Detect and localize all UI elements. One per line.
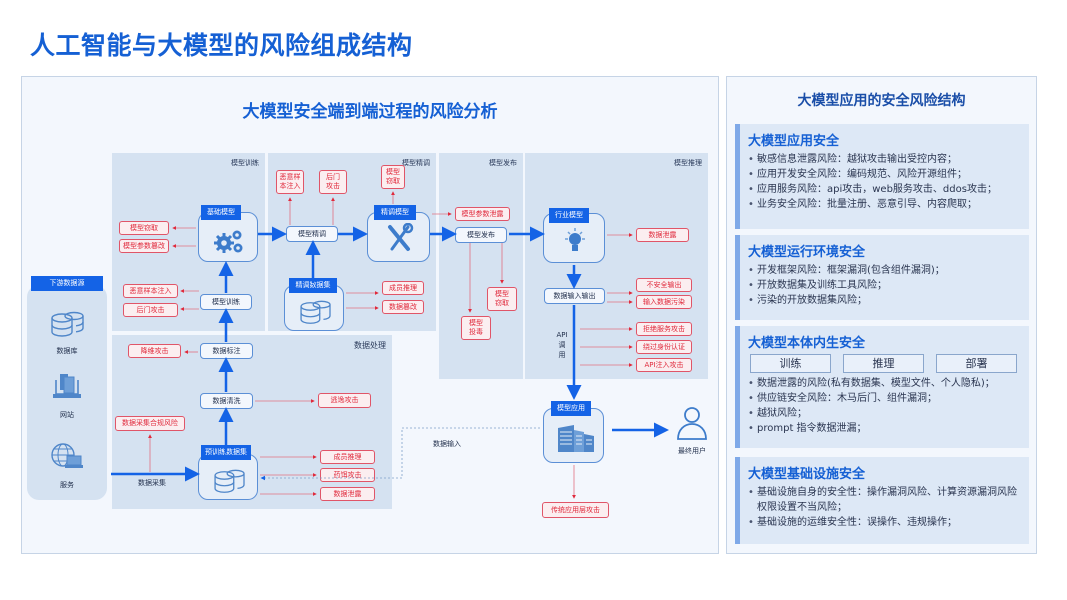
section-title: 大模型应用安全	[748, 134, 840, 149]
risk-data-tamper-ft: 数据篡改	[382, 300, 424, 314]
dataset-icon	[298, 299, 334, 331]
zone-label: 模型发布	[489, 159, 517, 167]
pretrain-dataset-card	[198, 454, 258, 500]
list-item: 基础设施的运维安全性：误操作、违规操作；	[748, 515, 1023, 530]
risk-param-tamper: 模型参数篡改	[119, 239, 169, 253]
zone-label: 模型训练	[231, 159, 259, 167]
list-item: 敏感信息泄露风险：越狱攻击输出受控内容；	[748, 152, 1023, 167]
list-item: 污染的开放数据集风险；	[748, 293, 1023, 308]
model-application-card	[543, 408, 604, 463]
e2e-risk-title: 大模型安全端到端过程的风险分析	[242, 102, 498, 122]
risk-defense-attack: 药饵攻击	[320, 468, 375, 482]
zone-label: 模型推理	[674, 159, 702, 167]
node-model-finetune: 模型精调	[286, 226, 338, 242]
node-data-clean: 数据清洗	[200, 393, 253, 409]
zone-label: 模型精调	[402, 159, 430, 167]
section-title: 大模型运行环境安全	[748, 245, 866, 260]
finetuned-model-tag: 精调模型	[374, 205, 416, 220]
api-call-label: API 调 用	[556, 331, 568, 359]
risk-model-steal-ft: 模型 窃取	[381, 165, 405, 189]
base-model-card	[198, 212, 258, 262]
list-item: 基础设施自身的安全性：操作漏洞风险、计算资源漏洞风险权限设置不当风险；	[748, 485, 1023, 515]
source-website-label: 网站	[60, 411, 74, 419]
list-item: 开放数据集及训练工具风险；	[748, 278, 1023, 293]
list-item: 应用服务风险：api攻击，web服务攻击、ddos攻击；	[748, 182, 1023, 197]
tools-icon	[386, 222, 414, 259]
list-item: 越狱风险；	[748, 406, 1023, 421]
list-item: prompt 指令数据泄漏；	[748, 421, 1023, 436]
zone-label: 数据处理	[354, 341, 386, 350]
section-runtime-security: 大模型运行环境安全 开发框架风险：框架漏洞(包含组件漏洞)； 开放数据集及训练工…	[735, 235, 1029, 320]
risk-data-leak-pre: 数据泄露	[320, 487, 375, 501]
end-user-icon	[674, 403, 710, 447]
list-item: 业务安全风险：批量注册、恶意引导、内容爬取；	[748, 197, 1023, 212]
risk-app-layer-attack: 传统应用层攻击	[542, 502, 609, 518]
risk-param-leak: 模型参数泄露	[455, 207, 510, 221]
industry-model-tag: 行业模型	[549, 208, 589, 223]
source-database-label: 数据库	[56, 347, 78, 355]
risk-dos-attack: 拒绝服务攻击	[636, 322, 692, 336]
risk-unsafe-output: 不安全输出	[636, 278, 692, 292]
risk-model-steal: 模型窃取	[119, 221, 169, 235]
data-collect-label: 数据采集	[138, 479, 166, 487]
zone-model-publish: 模型发布	[439, 153, 523, 379]
node-data-io: 数据输入输出	[544, 288, 605, 304]
list-item: 应用开发安全风险：编码规范、风险开源组件；	[748, 167, 1023, 182]
gears-icon	[212, 227, 246, 259]
risk-backdoor-ft: 后门 攻击	[319, 170, 347, 194]
data-input-label: 数据输入	[433, 440, 461, 448]
end-user-label: 最终用户	[678, 447, 706, 455]
base-model-tag: 基础模型	[201, 205, 241, 220]
section-title: 大模型基础设施安全	[748, 467, 866, 482]
risk-data-leak-inf: 数据泄露	[636, 228, 689, 242]
risk-dimension-attack: 降维攻击	[128, 344, 181, 358]
list-item: 数据泄露的风险(私有数据集、模型文件、个人隐私)；	[748, 376, 1023, 391]
risk-poison-sample: 恶意样本注入	[123, 284, 178, 298]
chip-training: 训练	[750, 354, 831, 373]
buildings-icon	[556, 424, 596, 456]
database-icon	[50, 310, 86, 344]
pretrain-dataset-tag: 预训练数据集	[201, 445, 251, 460]
lightbulb-icon	[562, 226, 588, 260]
page-title: 人工智能与大模型的风险组成结构	[30, 31, 413, 60]
dataset-icon	[212, 468, 248, 500]
section-app-security: 大模型应用安全 敏感信息泄露风险：越狱攻击输出受控内容； 应用开发安全风险：编码…	[735, 124, 1029, 229]
list-item: 开发框架风险：框架漏洞(包含组件漏洞)；	[748, 263, 1023, 278]
section-title: 大模型本体内生安全	[748, 336, 866, 351]
source-service-label: 服务	[60, 481, 74, 489]
risk-collect-compliance: 数据采集合规风险	[115, 416, 185, 431]
risk-model-poison-pub: 模型 投毒	[461, 316, 491, 340]
risk-poison-sample-ft: 恶意样 本注入	[276, 170, 304, 194]
service-icon	[50, 442, 84, 476]
node-model-training: 模型训练	[200, 294, 252, 310]
chip-inference: 推理	[843, 354, 924, 373]
risk-backdoor: 后门攻击	[123, 303, 178, 317]
risk-member-infer-ft: 成员推理	[382, 281, 424, 295]
risk-member-infer-pre: 成员推理	[320, 450, 375, 464]
risk-auth-bypass: 绕过身份认证	[636, 340, 692, 354]
risk-evasion-attack: 逃逸攻击	[318, 393, 371, 408]
app-risk-title: 大模型应用的安全风险结构	[797, 93, 966, 109]
section-intrinsic-security: 大模型本体内生安全 训练 推理 部署 数据泄露的风险(私有数据集、模型文件、个人…	[735, 326, 1029, 448]
chip-deployment: 部署	[936, 354, 1017, 373]
model-application-tag: 模型应用	[551, 401, 591, 416]
data-source-title: 下游数据源	[31, 276, 103, 291]
section-infra-security: 大模型基础设施安全 基础设施自身的安全性：操作漏洞风险、计算资源漏洞风险权限设置…	[735, 457, 1029, 544]
node-data-label: 数据标注	[200, 343, 253, 359]
website-icon	[52, 372, 82, 406]
risk-model-steal-pub: 模型 窃取	[487, 287, 517, 311]
risk-input-pollution: 输入数据污染	[636, 295, 692, 309]
risk-api-injection: API注入攻击	[636, 358, 692, 372]
node-model-publish: 模型发布	[455, 227, 507, 243]
list-item: 供应链安全风险：木马后门、组件漏洞；	[748, 391, 1023, 406]
finetune-dataset-tag: 精调数据集	[289, 278, 337, 293]
